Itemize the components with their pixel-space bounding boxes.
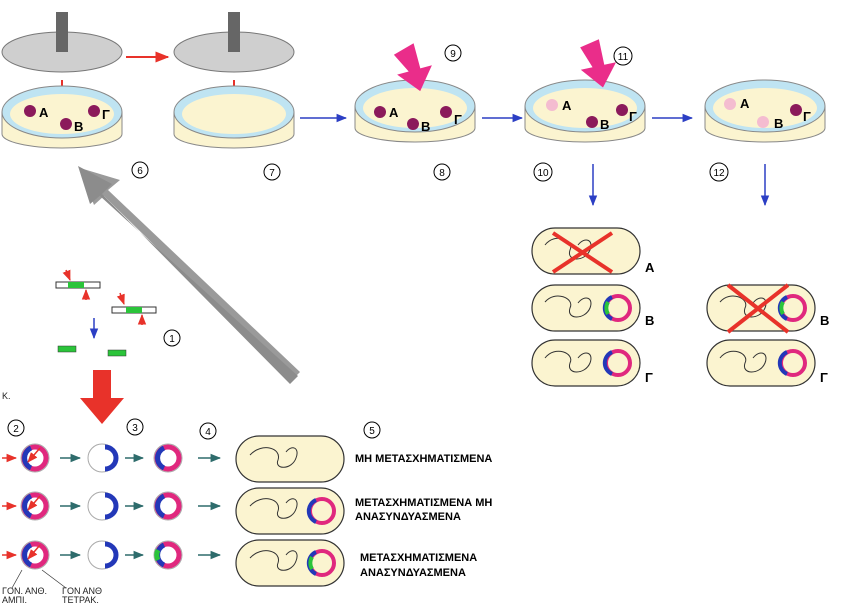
step-6: 6 bbox=[131, 161, 149, 179]
label-colony-g: Γ bbox=[803, 109, 811, 124]
gene-label-ampi-2: ΑΜΠΙ. bbox=[2, 595, 27, 605]
petri-dish-12: Α Β Γ bbox=[704, 79, 826, 143]
colony-a bbox=[24, 105, 36, 117]
svg-text:3: 3 bbox=[132, 423, 138, 434]
bacterium-g-dish-10: Γ bbox=[531, 339, 653, 387]
svg-text:11: 11 bbox=[618, 52, 629, 63]
row-1-plasmid-ligated-amp-gene bbox=[155, 445, 166, 471]
label-transformed-rec-1: ΜΕΤΑΣΧΗΜΑΤΙΣΜΕΝΑ bbox=[360, 552, 477, 564]
svg-text:5: 5 bbox=[369, 426, 375, 437]
row-2-plasmid-ligated-outline bbox=[153, 491, 183, 521]
svg-text:9: 9 bbox=[450, 49, 456, 60]
step-2: 2 bbox=[7, 419, 25, 437]
row-2-plasmid-ligated-amp-gene bbox=[155, 493, 166, 519]
svg-text:Β: Β bbox=[645, 313, 654, 328]
petri-dish-6: Α Β Γ bbox=[1, 85, 123, 149]
svg-text:Β: Β bbox=[820, 313, 829, 328]
label-colony-b: Β bbox=[74, 119, 83, 134]
row-1-cut-arrow bbox=[27, 447, 41, 463]
label-transformed-nonrec-2: ΑΝΑΣΥΝΔΥΑΣΜΕΝΑ bbox=[355, 511, 461, 523]
row-1-plasmid-intact-outline bbox=[20, 443, 50, 473]
plasmid-rows bbox=[2, 443, 222, 570]
row-2-plasmid-intact-outline bbox=[20, 491, 50, 521]
velvet-stamp-2 bbox=[173, 12, 295, 73]
dna-fragments bbox=[55, 269, 157, 357]
step-11: 11 bbox=[613, 46, 633, 66]
row-2-plasmid-open bbox=[104, 492, 119, 520]
big-red-arrow bbox=[80, 370, 124, 424]
label-colony-a: Α bbox=[389, 105, 399, 120]
svg-text:Γ: Γ bbox=[820, 370, 828, 385]
label-transformed-rec-2: ΑΝΑΣΥΝΔΥΑΣΜΕΝΑ bbox=[360, 567, 466, 579]
svg-text:7: 7 bbox=[269, 168, 275, 179]
label-colony-g: Γ bbox=[102, 107, 110, 122]
antibiotic-arrow-11 bbox=[580, 39, 617, 88]
bacterium-b-dish-10: Β bbox=[531, 284, 654, 332]
svg-text:1: 1 bbox=[169, 334, 175, 345]
row-2-plasmid-intact-amp-gene bbox=[22, 493, 33, 519]
cell-transformed-recombinant bbox=[235, 539, 345, 587]
label-colony-g: Γ bbox=[454, 112, 462, 127]
step-5: 5 bbox=[363, 421, 381, 439]
cell-transformed-nonrecombinant bbox=[235, 487, 345, 535]
big-gray-arrow bbox=[78, 166, 300, 384]
svg-text:10: 10 bbox=[537, 168, 549, 179]
bacterium-b-dish-12: Β bbox=[706, 283, 829, 334]
svg-text:2: 2 bbox=[13, 424, 19, 435]
svg-text:4: 4 bbox=[205, 427, 211, 438]
svg-text:6: 6 bbox=[137, 166, 143, 177]
row-1-plasmid-ligated-outline bbox=[153, 443, 183, 473]
velvet-stamp-1 bbox=[1, 12, 123, 73]
step-1: 1 bbox=[163, 329, 181, 347]
colony-g bbox=[88, 105, 100, 117]
label-untransformed: ΜΗ ΜΕΤΑΣΧΗΜΑΤΙΣΜΕΝΑ bbox=[355, 453, 492, 465]
step-4: 4 bbox=[199, 422, 217, 440]
petri-dish-10: Α Β Γ bbox=[524, 79, 646, 143]
label-transformed-nonrec-1: ΜΕΤΑΣΧΗΜΑΤΙΣΜΕΝΑ ΜΗ bbox=[355, 497, 492, 509]
petri-dish-7 bbox=[173, 85, 295, 149]
row-3-plasmid-ligated-outline bbox=[153, 540, 183, 570]
row-1-plasmid-open bbox=[104, 444, 119, 472]
step-8: 8 bbox=[433, 163, 451, 181]
label-colony-a: Α bbox=[740, 96, 750, 111]
side-mark: Κ. bbox=[2, 391, 11, 401]
label-colony-a: Α bbox=[562, 98, 572, 113]
label-colony-a: Α bbox=[39, 105, 49, 120]
svg-text:Γ: Γ bbox=[645, 370, 653, 385]
bacterium-a-dish-10: Α bbox=[531, 227, 655, 275]
bacterium-g-dish-12: Γ bbox=[706, 339, 828, 387]
gene-label-tetra-1: ΓΟΝ ΑΝΘ bbox=[62, 586, 102, 596]
label-colony-b: Β bbox=[600, 117, 609, 132]
cell-untransformed bbox=[235, 435, 345, 483]
svg-text:8: 8 bbox=[439, 168, 445, 179]
petri-dish-8: Α Β Γ bbox=[354, 79, 476, 143]
step-3: 3 bbox=[126, 418, 144, 436]
row-3-plasmid-ligated-insert bbox=[154, 548, 161, 562]
label-colony-b: Β bbox=[774, 116, 783, 131]
label-colony-g: Γ bbox=[629, 109, 637, 124]
step-12: 12 bbox=[709, 162, 729, 182]
svg-text:12: 12 bbox=[713, 168, 725, 179]
step-9: 9 bbox=[444, 44, 462, 62]
row-3-plasmid-intact-amp-gene bbox=[22, 542, 33, 568]
gene-label-ampi-1: ΓΟΝ. ΑΝΘ. bbox=[2, 586, 47, 596]
antibiotic-arrow-9 bbox=[393, 43, 432, 92]
row-3-cut-arrow bbox=[27, 544, 41, 560]
step-10: 10 bbox=[533, 162, 553, 182]
step-7: 7 bbox=[263, 163, 281, 181]
row-2-cut-arrow bbox=[27, 495, 41, 511]
gene-label-tetra-2: ΤΕΤΡΑΚ. bbox=[62, 595, 99, 605]
svg-text:Α: Α bbox=[645, 260, 655, 275]
colony-b bbox=[60, 118, 72, 130]
row-3-plasmid-intact-outline bbox=[20, 540, 50, 570]
row-3-plasmid-open bbox=[104, 541, 119, 569]
label-colony-b: Β bbox=[421, 119, 430, 134]
row-1-plasmid-intact-amp-gene bbox=[22, 445, 33, 471]
